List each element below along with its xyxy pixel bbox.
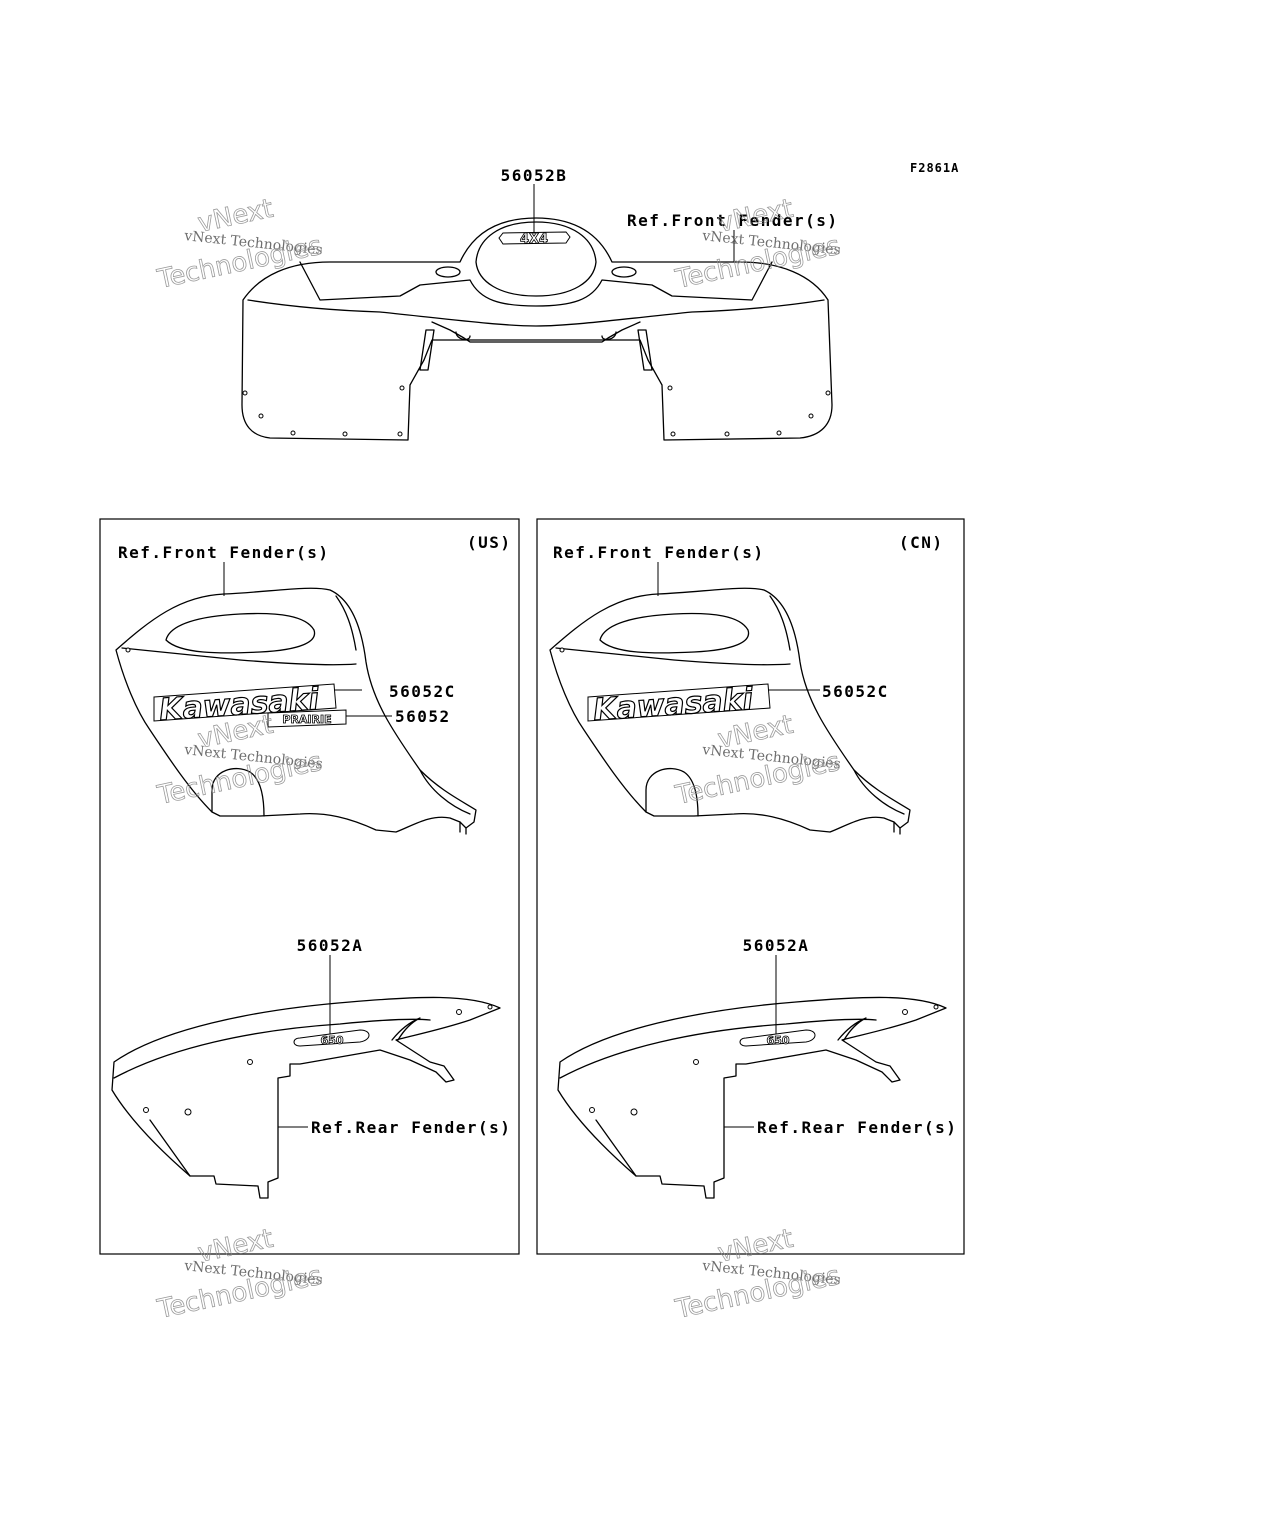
rear-fender-side-cn: 650 (557, 996, 947, 1199)
watermark-top-left: vNext vNext Technologies Technologies (154, 193, 325, 295)
watermark-mid-right: vNext vNext Technologies Technologies (672, 709, 843, 811)
front-fender-top-view: 4X4 (241, 217, 833, 441)
watermark-bottom-right: vNext vNext Technologies Technologies (672, 1223, 843, 1325)
part-number-56052C-cn: 56052C (822, 682, 889, 701)
4x4-decal: 4X4 (498, 231, 571, 247)
figure-code: F2861A (910, 161, 959, 175)
svg-text:650: 650 (767, 1034, 790, 1047)
ref-front-fender-cn: Ref.Front Fender(s) (553, 543, 765, 562)
part-number-56052C-us: 56052C (389, 682, 456, 701)
panel-us-frame (99, 518, 520, 1255)
front-fender-side-us: Kawasaki PRAIRIE (115, 587, 477, 835)
650-decal-cn: 650 (739, 1029, 816, 1047)
svg-text:Kawasaki: Kawasaki (592, 682, 755, 728)
part-number-56052A-us: 56052A (297, 936, 364, 955)
prairie-decal-us: PRAIRIE (267, 709, 347, 728)
region-cn: (CN) (899, 533, 944, 552)
panel-cn-frame (536, 518, 965, 1255)
svg-text:650: 650 (321, 1034, 344, 1047)
650-decal-us: 650 (293, 1029, 370, 1047)
watermark-bottom-left: vNext vNext Technologies Technologies (154, 1223, 325, 1325)
svg-text:4X4: 4X4 (520, 232, 548, 247)
rear-fender-side-us: 650 (111, 996, 501, 1199)
ref-rear-fender-cn: Ref.Rear Fender(s) (757, 1118, 957, 1137)
svg-text:PRAIRIE: PRAIRIE (282, 713, 331, 726)
ref-rear-fender-us: Ref.Rear Fender(s) (311, 1118, 511, 1137)
watermark-top-right: vNext vNext Technologies Technologies (672, 193, 843, 295)
part-number-56052-us: 56052 (395, 707, 451, 726)
region-us: (US) (467, 533, 512, 552)
ref-front-fender-us: Ref.Front Fender(s) (118, 543, 330, 562)
part-number-56052B: 56052B (501, 166, 568, 185)
part-number-56052A-cn: 56052A (743, 936, 810, 955)
ref-front-fender-top: Ref.Front Fender(s) (627, 211, 839, 230)
